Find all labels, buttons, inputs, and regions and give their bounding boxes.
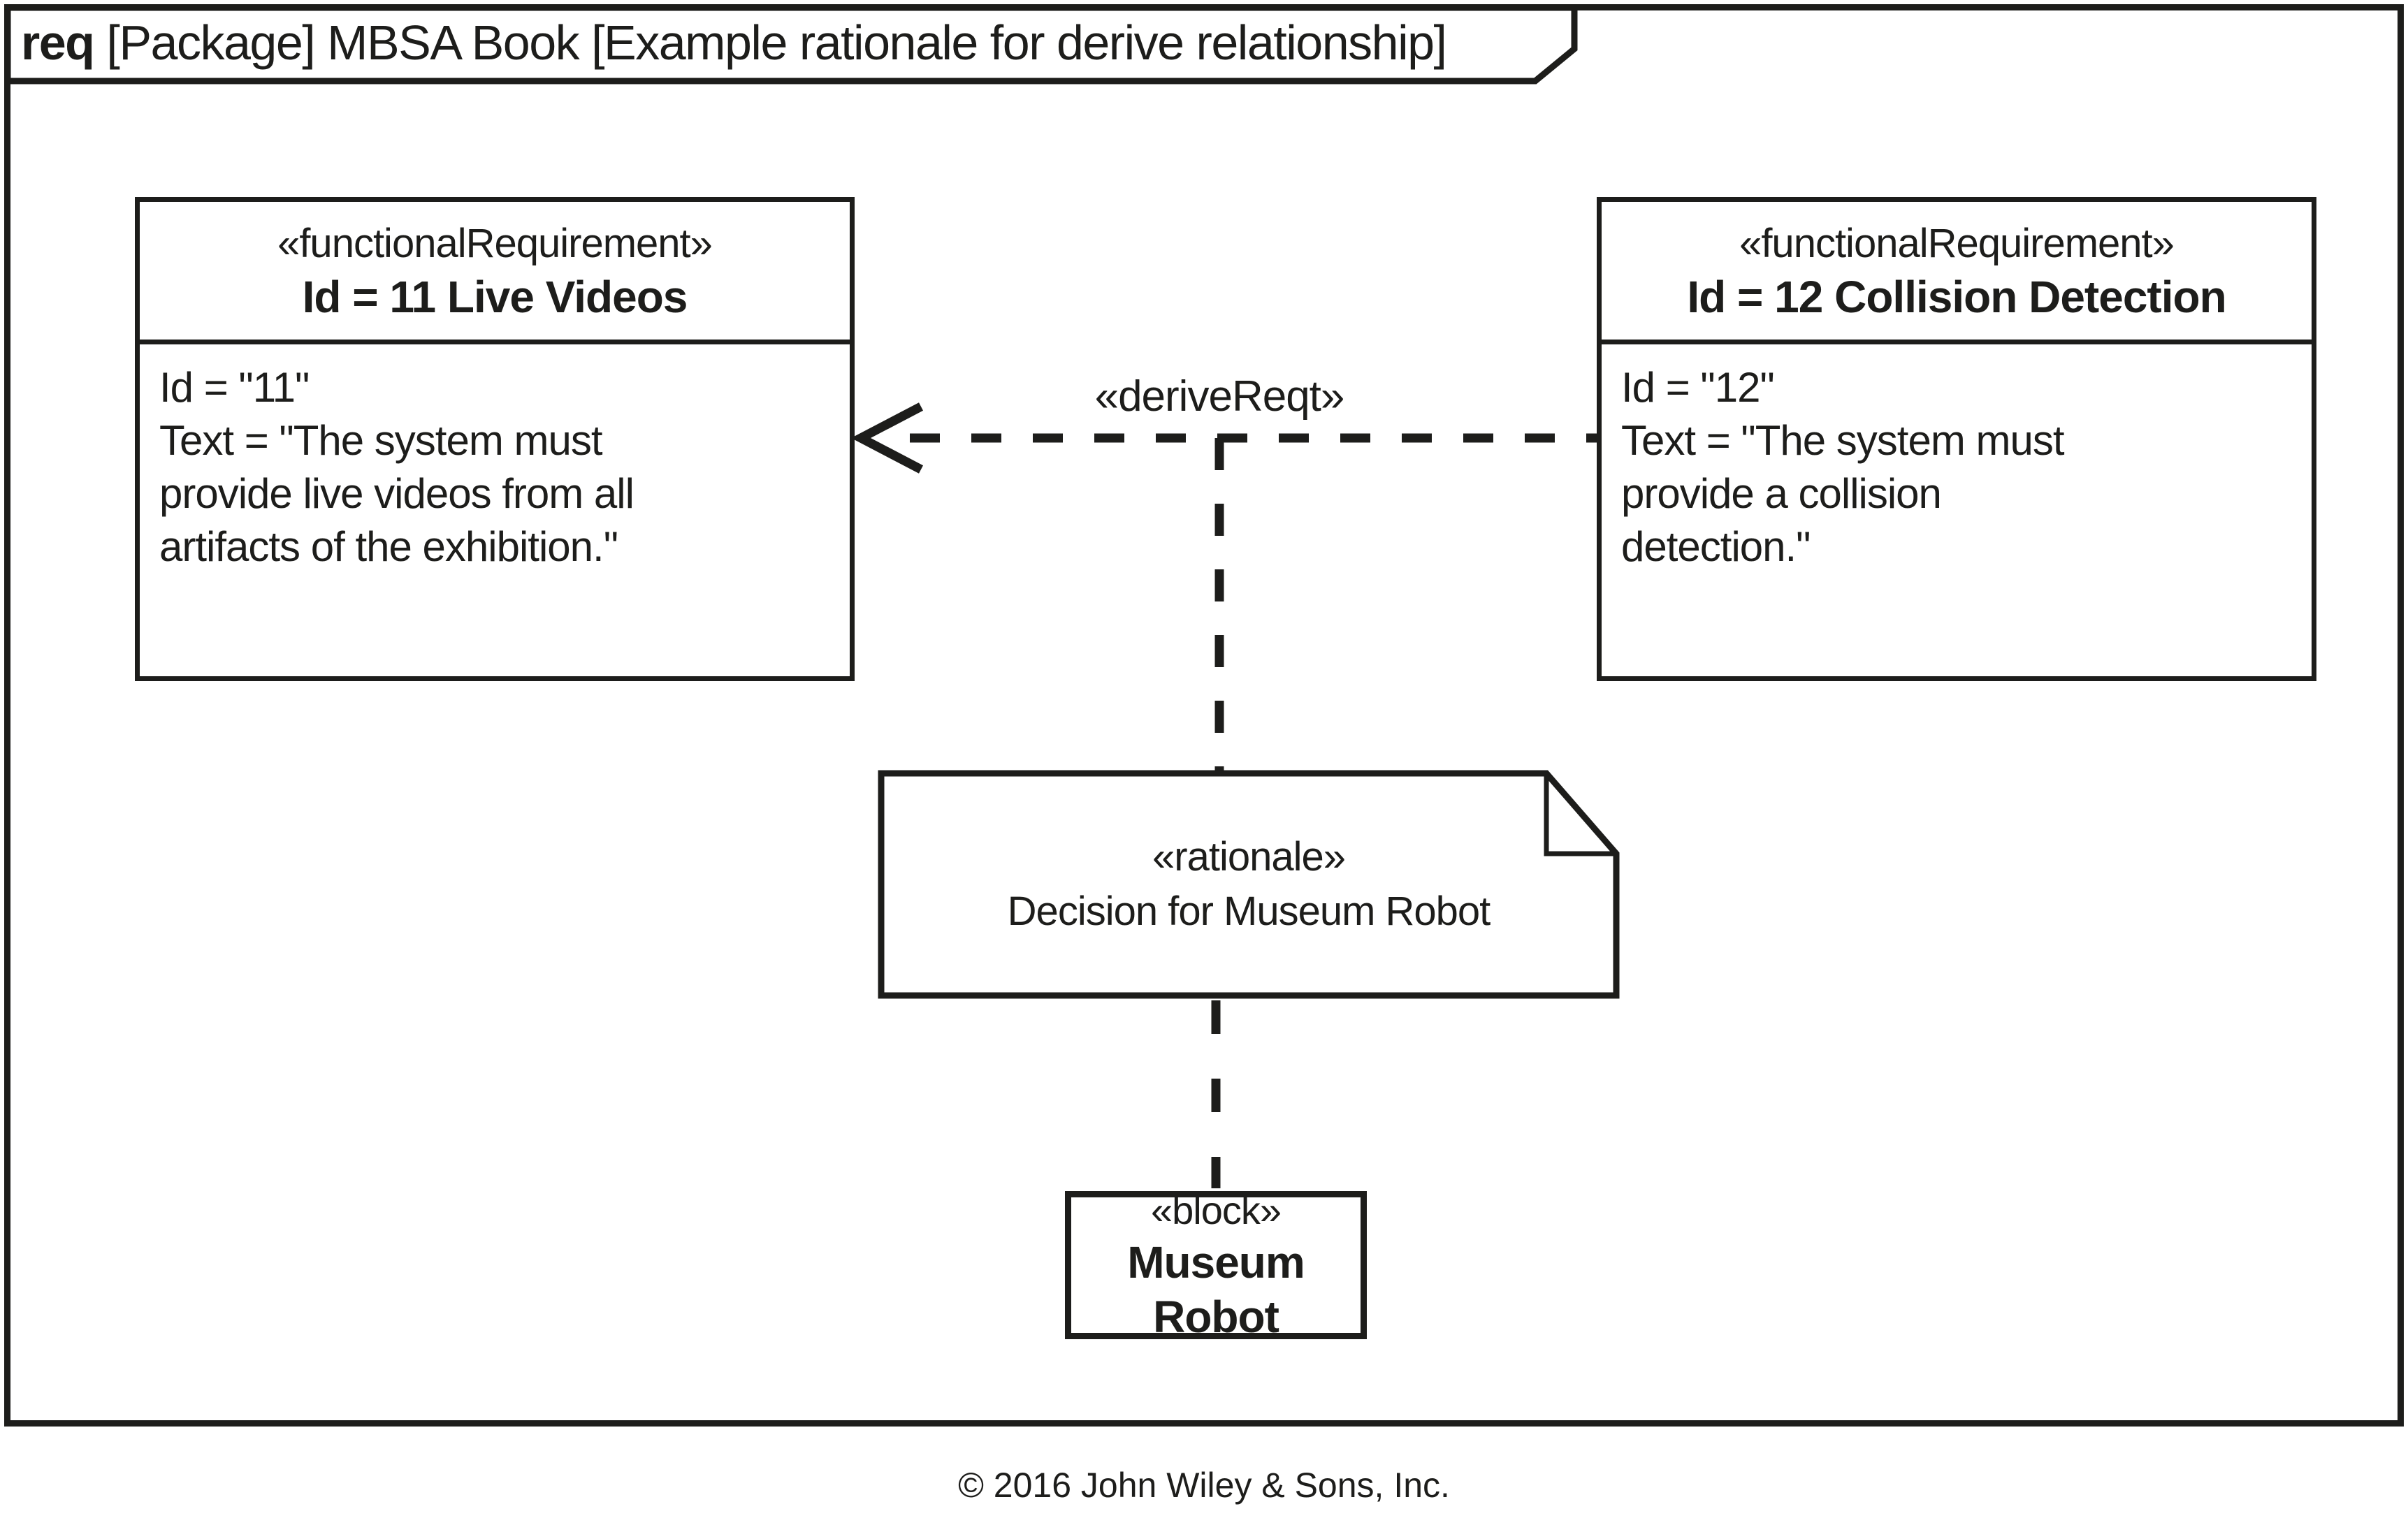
requirement-node-live-videos: «functionalRequirement» Id = 11 Live Vid… <box>135 197 855 681</box>
stereotype-label: «rationale» <box>1152 834 1346 880</box>
frame-title: req [Package] MBSA Book [Example rationa… <box>21 4 1558 82</box>
requirement-name: Id = 11 Live Videos <box>302 271 688 322</box>
copyright-text: © 2016 John Wiley & Sons, Inc. <box>958 1466 1450 1505</box>
requirement-properties: Id = "12" Text = "The system must provid… <box>1621 364 2064 570</box>
requirement-node-collision-detection: «functionalRequirement» Id = 12 Collisio… <box>1597 197 2316 681</box>
stereotype-label: «functionalRequirement» <box>277 220 713 266</box>
frame-title-text: [Package] MBSA Book [Example rationale f… <box>94 15 1447 70</box>
rationale-text: Decision for Museum Robot <box>1007 889 1491 934</box>
requirement-header: «functionalRequirement» Id = 11 Live Vid… <box>140 202 850 344</box>
requirement-header: «functionalRequirement» Id = 12 Collisio… <box>1602 202 2312 344</box>
block-name: Museum Robot <box>1127 1237 1305 1342</box>
stereotype-label: «block» <box>1150 1188 1282 1232</box>
requirement-name: Id = 12 Collision Detection <box>1687 271 2226 322</box>
stereotype-label: «functionalRequirement» <box>1739 220 2175 266</box>
frame-kind-keyword: req <box>21 15 95 70</box>
rationale-note: «rationale» Decision for Museum Robot <box>881 773 1616 995</box>
block-node-museum-robot: «block» Museum Robot <box>1065 1188 1367 1342</box>
derive-reqt-label: «deriveReqt» <box>1094 372 1345 421</box>
requirement-properties: Id = "11" Text = "The system must provid… <box>159 364 634 570</box>
